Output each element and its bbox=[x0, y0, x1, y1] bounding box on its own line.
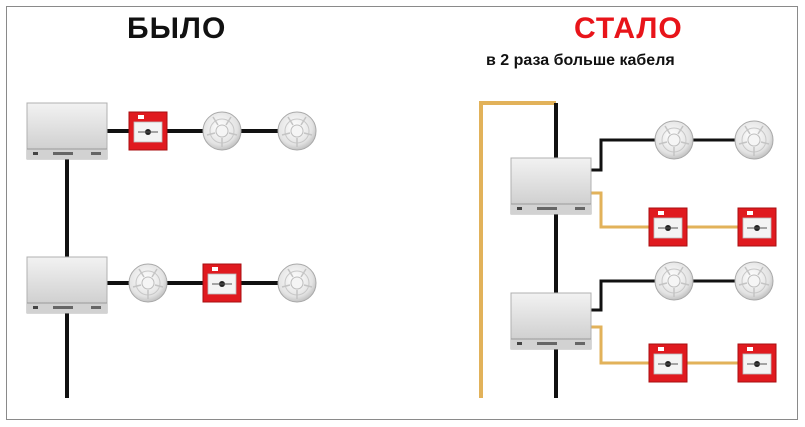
call-point-icon bbox=[737, 343, 777, 383]
smoke-detector-icon bbox=[654, 261, 694, 301]
after-extra-riser-cable bbox=[479, 101, 556, 398]
after-title: СТАЛО bbox=[574, 12, 683, 45]
call-point-icon bbox=[202, 263, 242, 303]
call-point-icon bbox=[648, 343, 688, 383]
smoke-detector-icon bbox=[277, 263, 317, 303]
after-subtitle: в 2 раза больше кабеля bbox=[486, 52, 675, 69]
control-panel-3 bbox=[510, 157, 592, 215]
smoke-detector-icon bbox=[734, 261, 774, 301]
control-panel-4 bbox=[510, 292, 592, 350]
after-scheme bbox=[479, 101, 777, 398]
control-panel-2 bbox=[26, 256, 108, 314]
call-point-icon bbox=[648, 207, 688, 247]
before-title: БЫЛО bbox=[127, 12, 227, 45]
smoke-detector-icon bbox=[654, 120, 694, 160]
smoke-detector-icon bbox=[277, 111, 317, 151]
after-extra-branch-1 bbox=[587, 191, 757, 229]
after-extra-branch-2 bbox=[587, 325, 757, 365]
control-panel-1 bbox=[26, 102, 108, 160]
smoke-detector-icon bbox=[202, 111, 242, 151]
call-point-icon bbox=[737, 207, 777, 247]
smoke-detector-icon bbox=[734, 120, 774, 160]
call-point-icon bbox=[128, 111, 168, 151]
smoke-detector-icon bbox=[128, 263, 168, 303]
before-scheme bbox=[26, 102, 317, 398]
